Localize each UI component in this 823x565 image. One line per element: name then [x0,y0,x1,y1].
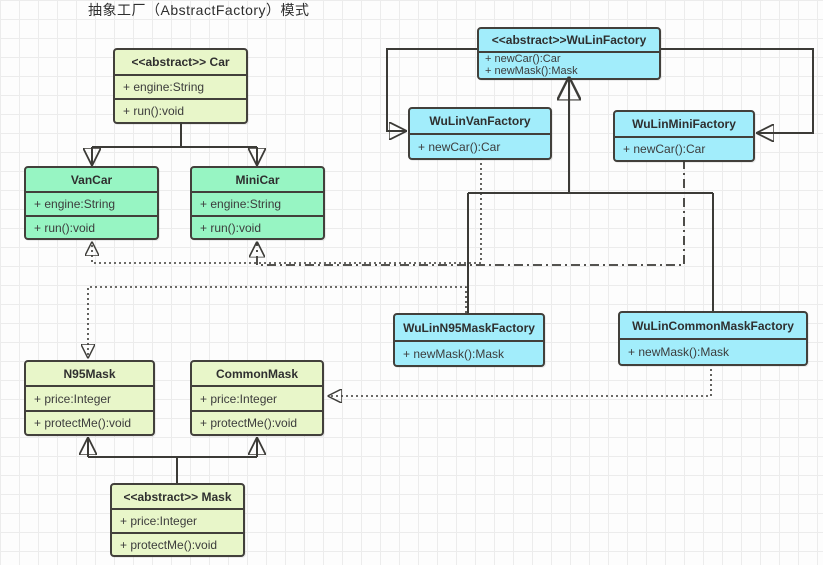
inheritance-arrow-mask-to-submasks [88,439,257,483]
class-box-wulincommonmaskfactory[interactable]: WuLinCommonMaskFactory + newMask():Mask [618,311,808,366]
class-member: + newCar():Car [485,53,561,65]
class-member: + newMask():Mask [395,340,543,365]
class-members: + newCar():Car + newMask():Mask [479,51,659,78]
class-box-wulinvanfactory[interactable]: WuLinVanFactory + newCar():Car [408,107,552,160]
class-member: + newMask():Mask [485,64,578,77]
class-member: + newCar():Car [410,133,550,158]
class-member: + protectMe():void [192,410,322,434]
class-member: + price:Integer [112,508,243,532]
class-member: + run():void [115,98,246,122]
inheritance-arrow-car-to-subcars [92,122,257,164]
class-box-vancar[interactable]: VanCar + engine:String + run():void [24,166,159,240]
class-title: WuLinVanFactory [429,114,531,128]
class-member: + price:Integer [192,385,322,410]
class-box-wulinminifactory[interactable]: WuLinMiniFactory + newCar():Car [613,110,755,162]
class-member: + protectMe():void [26,410,153,434]
class-member: + engine:String [192,191,323,215]
class-member: + run():void [192,215,323,238]
class-member: + engine:String [26,191,157,215]
dependency-arrow-wulincommonmaskfactory-to-commonmask [329,364,712,396]
class-box-car[interactable]: <<abstract>> Car + engine:String + run()… [113,48,248,124]
class-title: N95Mask [63,366,116,381]
class-member: + engine:String [115,74,246,98]
class-box-mask[interactable]: <<abstract>> Mask + price:Integer + prot… [110,483,245,557]
class-title: <<abstract>> Car [131,55,230,69]
class-title: VanCar [70,172,113,187]
class-member: + newCar():Car [615,136,753,160]
class-title: WuLinN95MaskFactory [403,320,535,335]
class-member: + run():void [26,215,157,238]
class-member: + protectMe():void [112,532,243,555]
class-title: WuLinMiniFactory [632,117,736,131]
class-member: + price:Integer [26,385,153,410]
class-title: <<abstract>>WuLinFactory [491,33,647,47]
diagram-title: 抽象工厂（AbstractFactory）模式 [88,2,310,18]
class-title: CommonMask [215,366,298,381]
class-title: WuLinCommonMaskFactory [632,318,794,333]
class-member: + newMask():Mask [620,338,806,364]
class-box-minicar[interactable]: MiniCar + engine:String + run():void [190,166,325,240]
class-title: <<abstract>> Mask [123,489,232,504]
class-box-n95mask[interactable]: N95Mask + price:Integer + protectMe():vo… [24,360,155,436]
class-title: MiniCar [235,172,280,187]
class-box-commonmask[interactable]: CommonMask + price:Integer + protectMe()… [190,360,324,436]
class-box-wulinfactory[interactable]: <<abstract>>WuLinFactory + newCar():Car … [477,27,661,80]
class-box-wulinn95maskfactory[interactable]: WuLinN95MaskFactory + newMask():Mask [393,313,545,367]
